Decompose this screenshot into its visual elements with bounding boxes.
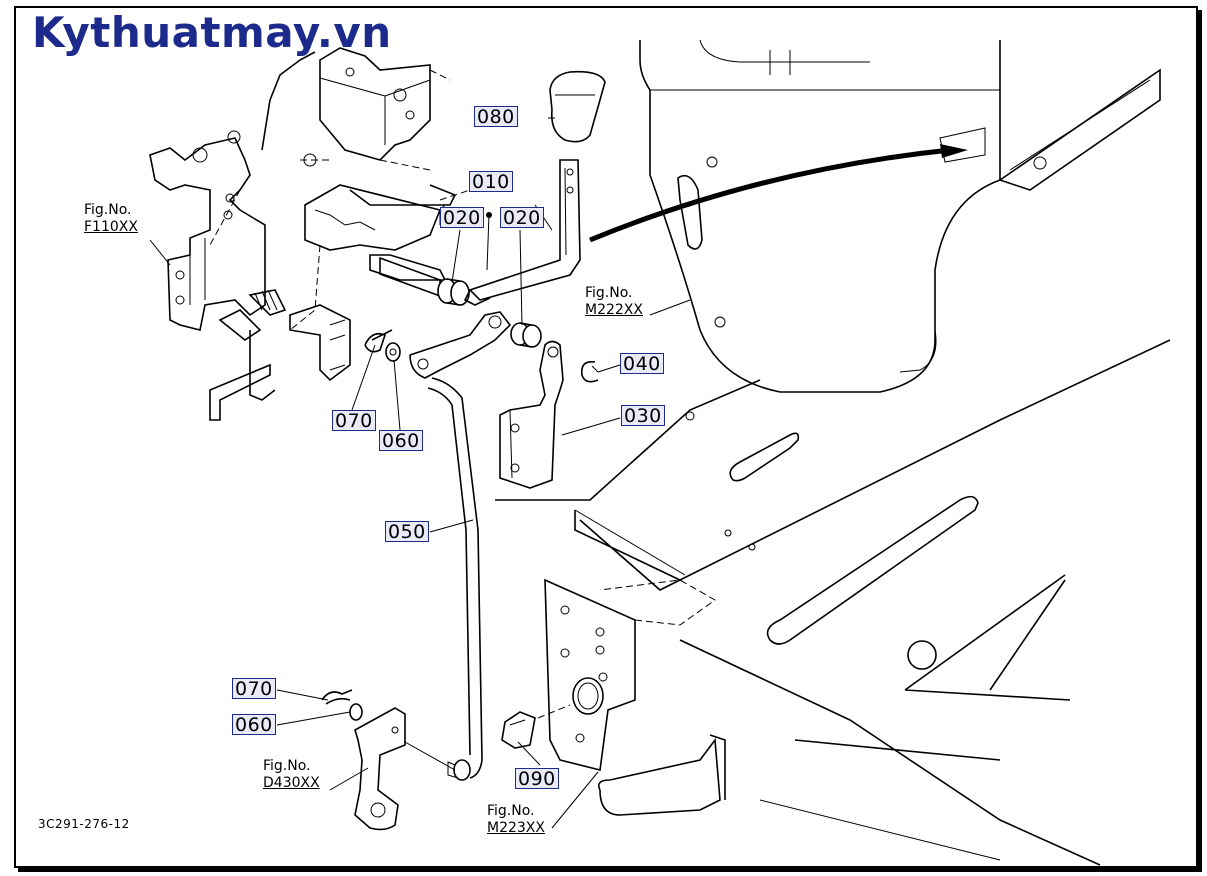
part-label-060-upper[interactable]: 060 xyxy=(379,430,423,452)
part-label-030[interactable]: 030 xyxy=(621,405,665,427)
shaft-and-bushings xyxy=(379,256,542,348)
leader-lines xyxy=(149,117,691,829)
part-label-060-lower[interactable]: 060 xyxy=(232,714,276,736)
lower-lever xyxy=(321,689,406,831)
lever-arm xyxy=(409,311,512,379)
part-label-070-lower[interactable]: 070 xyxy=(232,678,276,700)
part-label-090[interactable]: 090 xyxy=(515,768,559,790)
lever-010 xyxy=(463,159,581,306)
left-bracket-assembly xyxy=(149,47,471,421)
circlip-040 xyxy=(580,360,599,383)
bracket-030 xyxy=(499,340,695,489)
part-label-070-upper[interactable]: 070 xyxy=(332,410,376,432)
part-label-010[interactable]: 010 xyxy=(469,171,513,193)
part-label-020-left[interactable]: 020 xyxy=(440,207,484,229)
rod-050 xyxy=(427,377,483,781)
fender-body xyxy=(639,39,1161,393)
figure-ref-m222[interactable]: Fig.No. M222XX xyxy=(585,285,643,319)
cable-arrow-head xyxy=(940,144,968,158)
figure-ref-m223-line1: Fig.No. xyxy=(487,803,535,819)
figure-ref-m222-line1: Fig.No. xyxy=(585,285,633,301)
figure-ref-f110[interactable]: Fig.No. F110XX xyxy=(84,202,138,236)
drawing-frame xyxy=(14,6,1198,868)
part-label-020-right[interactable]: 020 xyxy=(500,207,544,229)
figure-ref-f110-line1: Fig.No. xyxy=(84,202,132,218)
support-plate xyxy=(537,578,716,771)
floor-deck xyxy=(495,339,1171,866)
part-label-080[interactable]: 080 xyxy=(474,106,518,128)
watermark-text: Kythuatmay.vn xyxy=(32,8,392,57)
figure-ref-m223[interactable]: Fig.No. M223XX xyxy=(487,803,545,837)
cable-line xyxy=(589,147,951,243)
figure-ref-d430[interactable]: Fig.No. D430XX xyxy=(263,758,320,792)
figure-ref-f110-line2: F110XX xyxy=(84,219,138,235)
frame-shadow-bottom xyxy=(18,868,1202,872)
document-id: 3C291-276-12 xyxy=(38,817,130,831)
frame-shadow-right xyxy=(1198,10,1202,872)
part-label-040[interactable]: 040 xyxy=(620,353,664,375)
part-label-050[interactable]: 050 xyxy=(385,521,429,543)
figure-ref-d430-line1: Fig.No. xyxy=(263,758,311,774)
bolt-090 xyxy=(501,711,536,749)
figure-ref-d430-line2: D430XX xyxy=(263,775,320,791)
figure-ref-m223-line2: M223XX xyxy=(487,820,545,836)
knob-080 xyxy=(549,70,606,143)
figure-ref-m222-line2: M222XX xyxy=(585,302,643,318)
clip-washer-upper xyxy=(364,329,401,362)
